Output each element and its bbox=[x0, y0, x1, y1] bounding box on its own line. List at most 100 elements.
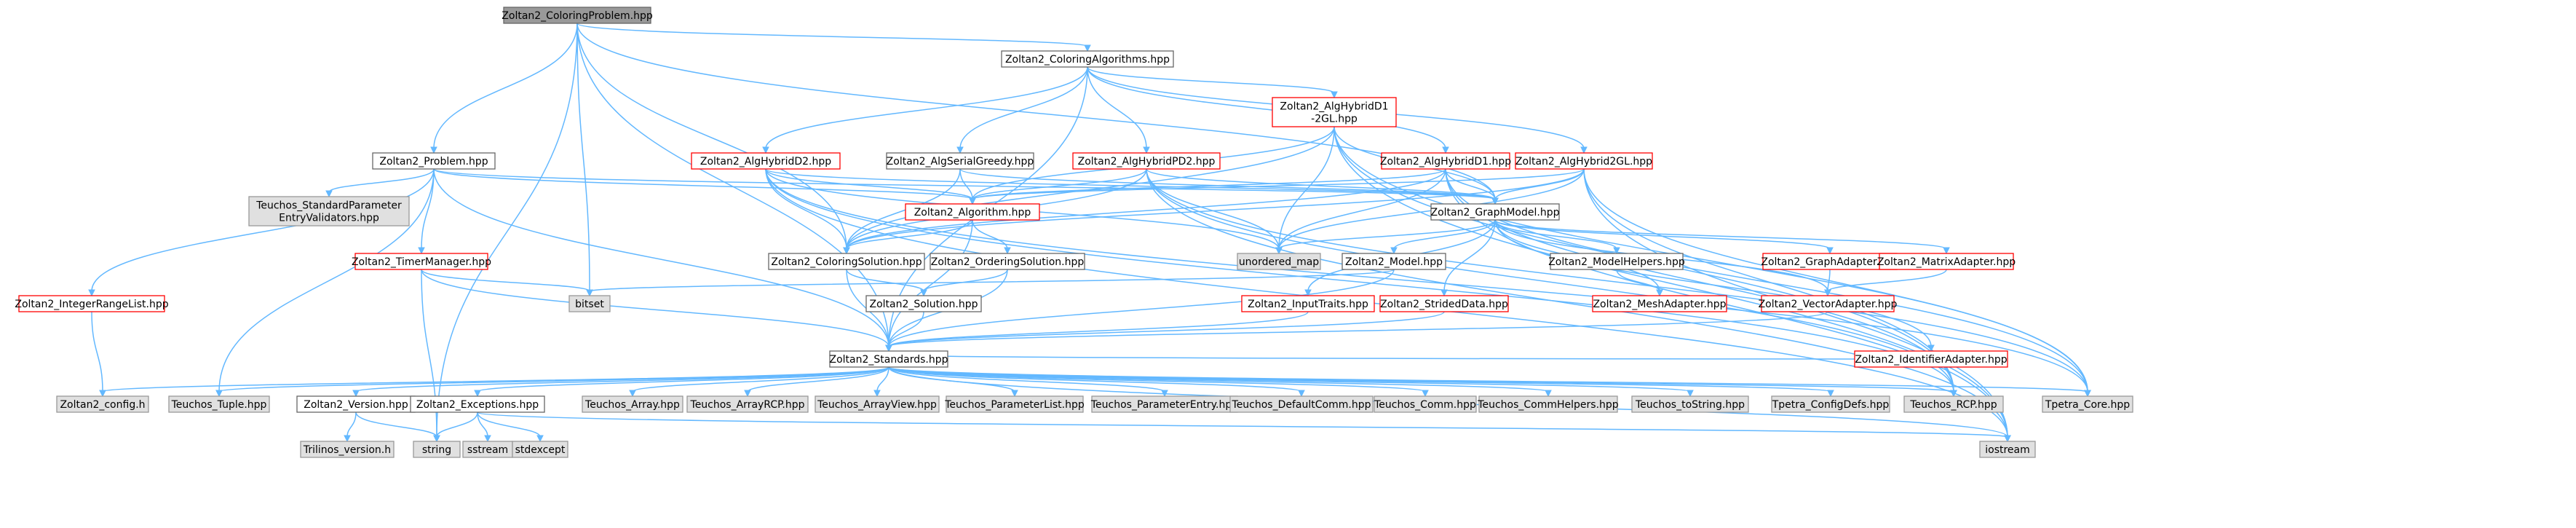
arrowhead-standards-to-teuchosRCP bbox=[1950, 390, 1957, 398]
node-stdexcept[interactable]: stdexcept bbox=[512, 441, 568, 458]
node-label: Zoltan2_config.h bbox=[60, 399, 145, 411]
edge-root-to-coloringAlgs bbox=[576, 23, 1088, 47]
node-box bbox=[568, 295, 611, 312]
node-unorderedMap[interactable]: unordered_map bbox=[1237, 253, 1321, 270]
edge-hybridPD2-to-graphModel bbox=[1146, 168, 1496, 200]
node-model[interactable]: Zoltan2_Model.hpp bbox=[1341, 253, 1446, 270]
node-box bbox=[300, 441, 395, 458]
node-trilinosVersion[interactable]: Trilinos_version.h bbox=[300, 441, 395, 458]
node-label: Zoltan2_ColoringAlgorithms.hpp bbox=[1005, 54, 1170, 66]
arrowhead-standards-to-teuchosDefComm bbox=[1298, 390, 1305, 398]
node-label: Zoltan2_Algorithm.hpp bbox=[914, 207, 1031, 218]
node-hybridD2[interactable]: Zoltan2_AlgHybridD2.hpp bbox=[691, 152, 841, 170]
node-teuchosArrayRCP[interactable]: Teuchos_ArrayRCP.hpp bbox=[686, 395, 809, 413]
node-graphModel[interactable]: Zoltan2_GraphModel.hpp bbox=[1430, 203, 1560, 221]
node-integerRange[interactable]: Zoltan2_IntegerRangeList.hpp bbox=[15, 295, 169, 312]
edge-algorithm-to-standards bbox=[888, 219, 973, 347]
arrowhead-problem-to-integerRange bbox=[88, 289, 95, 297]
node-root[interactable]: Zoltan2_ColoringProblem.hpp bbox=[502, 7, 653, 24]
node-label: Zoltan2_Problem.hpp bbox=[379, 156, 488, 168]
node-config[interactable]: Zoltan2_config.h bbox=[56, 395, 149, 413]
node-iostream[interactable]: iostream bbox=[1979, 441, 2036, 458]
node-hybridPD2[interactable]: Zoltan2_AlgHybridPD2.hpp bbox=[1072, 152, 1221, 170]
node-teuchosDefComm[interactable]: Teuchos_DefaultComm.hpp bbox=[1229, 395, 1374, 413]
arrowhead-graphModel-to-model bbox=[1390, 247, 1398, 255]
node-label: Zoltan2_AlgHybrid2GL.hpp bbox=[1515, 156, 1652, 168]
node-teuchosParamEntry[interactable]: Teuchos_ParameterEntry.hpp bbox=[1090, 395, 1238, 413]
node-label: Zoltan2_AlgHybridPD2.hpp bbox=[1078, 156, 1216, 168]
edge-algorithm-to-orderingSol bbox=[972, 219, 1008, 250]
node-label: Zoltan2_GraphModel.hpp bbox=[1431, 207, 1560, 218]
edge-inputTraits-to-standards bbox=[888, 311, 1309, 347]
node-sstream[interactable]: sstream bbox=[462, 441, 513, 458]
node-stridedData[interactable]: Zoltan2_StridedData.hpp bbox=[1379, 295, 1509, 312]
node-tpetraCore[interactable]: Tpetra_Core.hpp bbox=[2042, 395, 2133, 413]
node-matrixAdapter[interactable]: Zoltan2_MatrixAdapter.hpp bbox=[1877, 253, 2016, 270]
node-teuchosCommHelpers[interactable]: Teuchos_CommHelpers.hpp bbox=[1477, 395, 1619, 413]
node-bitset[interactable]: bitset bbox=[568, 295, 611, 312]
node-label: Zoltan2_Model.hpp bbox=[1345, 256, 1443, 268]
node-vectorAdapter[interactable]: Zoltan2_VectorAdapter.hpp bbox=[1759, 295, 1898, 312]
node-box bbox=[512, 441, 568, 458]
edge-coloringAlgs-to-serialGreedy bbox=[959, 66, 1088, 149]
edge-standards-to-teuchosTuple bbox=[218, 366, 889, 393]
node-box bbox=[582, 395, 683, 413]
arrowhead-standards-to-teuchosTuple bbox=[215, 390, 223, 398]
edge-modelHelpers-to-meshAdapter bbox=[1616, 269, 1660, 292]
node-modelHelpers[interactable]: Zoltan2_ModelHelpers.hpp bbox=[1548, 253, 1685, 270]
node-label: Tpetra_ConfigDefs.hpp bbox=[1772, 399, 1890, 411]
node-label: Zoltan2_VectorAdapter.hpp bbox=[1759, 299, 1898, 310]
node-label: Zoltan2_ColoringProblem.hpp bbox=[502, 10, 653, 22]
node-label: Zoltan2_AlgHybridD2.hpp bbox=[700, 156, 831, 168]
edge-problem-to-teuchosSPEV bbox=[328, 168, 435, 193]
node-algorithm[interactable]: Zoltan2_Algorithm.hpp bbox=[905, 203, 1040, 221]
node-problem[interactable]: Zoltan2_Problem.hpp bbox=[372, 152, 496, 170]
edge-serialGreedy-to-algorithm bbox=[959, 168, 973, 200]
node-tpetraConfig[interactable]: Tpetra_ConfigDefs.hpp bbox=[1771, 395, 1890, 413]
node-serialGreedy[interactable]: Zoltan2_AlgSerialGreedy.hpp bbox=[886, 152, 1034, 170]
edge-timerMgr-to-standards bbox=[421, 269, 889, 347]
node-version[interactable]: Zoltan2_Version.hpp bbox=[296, 395, 416, 413]
node-box bbox=[1379, 295, 1509, 312]
edge-root-to-string bbox=[436, 23, 578, 438]
edge-hybridD2-to-teuchosRCP bbox=[765, 168, 1954, 393]
node-inputTraits[interactable]: Zoltan2_InputTraits.hpp bbox=[1241, 295, 1375, 312]
node-box bbox=[691, 152, 841, 170]
node-identAdapter[interactable]: Zoltan2_IdentifierAdapter.hpp bbox=[1854, 350, 2008, 368]
node-label: Teuchos_Tuple.hpp bbox=[171, 399, 267, 411]
edge-hybrid2GL-to-graphModel bbox=[1494, 168, 1585, 200]
node-orderingSol[interactable]: Zoltan2_OrderingSolution.hpp bbox=[930, 253, 1085, 270]
node-hybrid2GL[interactable]: Zoltan2_AlgHybrid2GL.hpp bbox=[1515, 152, 1653, 170]
node-teuchosToString[interactable]: Teuchos_toString.hpp bbox=[1631, 395, 1749, 413]
node-box bbox=[2042, 395, 2133, 413]
node-exceptions[interactable]: Zoltan2_Exceptions.hpp bbox=[410, 395, 545, 413]
node-teuchosSPEV[interactable]: Teuchos_StandardParameterEntryValidators… bbox=[248, 196, 410, 226]
node-label: -2GL.hpp bbox=[1311, 114, 1358, 125]
node-box bbox=[886, 152, 1034, 170]
edge-graphModel-to-model bbox=[1393, 219, 1496, 250]
node-solution[interactable]: Zoltan2_Solution.hpp bbox=[865, 295, 982, 312]
node-teuchosComm[interactable]: Teuchos_Comm.hpp bbox=[1374, 395, 1477, 413]
node-box bbox=[829, 350, 948, 368]
nodes-layer: Zoltan2_ColoringProblem.hppZoltan2_Color… bbox=[15, 7, 2133, 458]
node-graphAdapter[interactable]: Zoltan2_GraphAdapter.hpp bbox=[1761, 253, 1899, 270]
node-hybridD1_2GL[interactable]: Zoltan2_AlgHybridD1-2GL.hpp bbox=[1272, 97, 1397, 127]
node-teuchosRCP[interactable]: Teuchos_RCP.hpp bbox=[1903, 395, 2004, 413]
node-meshAdapter[interactable]: Zoltan2_MeshAdapter.hpp bbox=[1592, 295, 1727, 312]
node-timerMgr[interactable]: Zoltan2_TimerManager.hpp bbox=[352, 253, 491, 270]
node-coloringSol[interactable]: Zoltan2_ColoringSolution.hpp bbox=[768, 253, 925, 270]
node-box bbox=[1903, 395, 2004, 413]
edge-problem-to-algorithm bbox=[433, 168, 973, 200]
node-hybridD1[interactable]: Zoltan2_AlgHybridD1.hpp bbox=[1380, 152, 1511, 170]
node-teuchosParamList[interactable]: Teuchos_ParameterList.hpp bbox=[944, 395, 1085, 413]
node-teuchosTuple[interactable]: Teuchos_Tuple.hpp bbox=[168, 395, 270, 413]
edge-hybridPD2-to-algorithm bbox=[972, 168, 1147, 200]
node-coloringAlgs[interactable]: Zoltan2_ColoringAlgorithms.hpp bbox=[1001, 50, 1174, 68]
node-teuchosArray[interactable]: Teuchos_Array.hpp bbox=[582, 395, 683, 413]
node-standards[interactable]: Zoltan2_Standards.hpp bbox=[829, 350, 948, 368]
arrowhead-graphModel-to-identAdapter bbox=[1927, 344, 1935, 352]
node-teuchosArrayView[interactable]: Teuchos_ArrayView.hpp bbox=[815, 395, 940, 413]
arrowhead-coloringAlgs-to-hybridD1 bbox=[1442, 146, 1449, 154]
arrowhead-algorithm-to-orderingSol bbox=[1004, 247, 1011, 255]
node-string[interactable]: string bbox=[413, 441, 461, 458]
